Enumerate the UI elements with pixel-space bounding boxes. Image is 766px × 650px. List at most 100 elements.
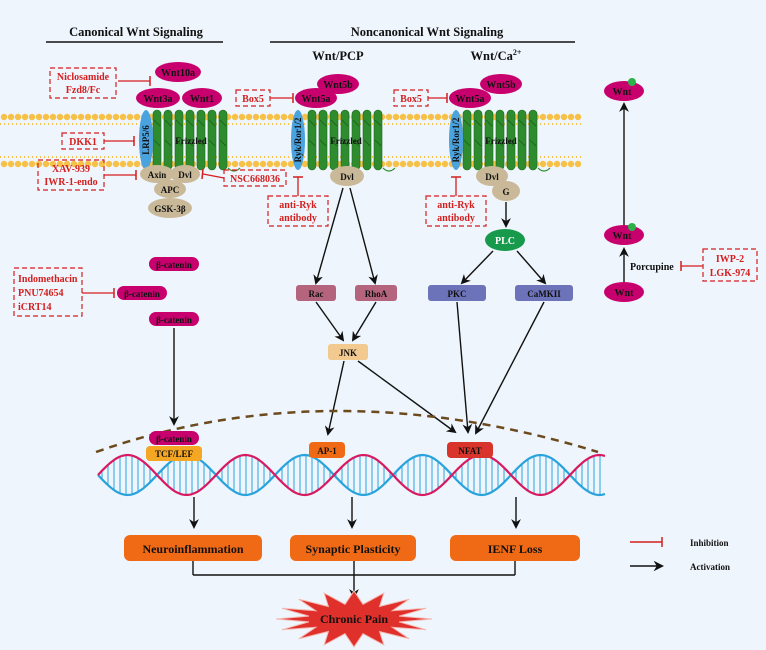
svg-text:β-catenin: β-catenin bbox=[156, 315, 192, 325]
ryk-ror-receptor-ca: Ryk/Ror1/2 bbox=[449, 110, 463, 170]
svg-text:Activation: Activation bbox=[690, 562, 730, 572]
svg-text:PLC: PLC bbox=[495, 236, 515, 247]
ligand-wnt1: Wnt1 bbox=[182, 88, 222, 108]
dvl-pcp: Dvl bbox=[330, 166, 364, 186]
svg-text:Wnt5b: Wnt5b bbox=[486, 80, 516, 91]
inhibitor-niclosamide: Niclosamide bbox=[57, 72, 110, 83]
inhibitor-dkk1: DKK1 bbox=[61, 132, 105, 150]
gsk3b-label: GSK-3β bbox=[154, 204, 186, 214]
rac-node: Rac bbox=[296, 285, 336, 301]
rhoa-node: RhoA bbox=[355, 285, 397, 301]
svg-text:iCRT14: iCRT14 bbox=[18, 302, 52, 313]
svg-text:Ryk/Ror1/2: Ryk/Ror1/2 bbox=[293, 117, 303, 162]
plc-node: PLC bbox=[485, 229, 525, 251]
header-noncanonical: Noncanonical Wnt Signaling bbox=[270, 25, 575, 43]
svg-text:Wnt5a: Wnt5a bbox=[302, 94, 331, 105]
ligand-wnt3a: Wnt3a bbox=[136, 88, 180, 108]
svg-text:Indomethacin: Indomethacin bbox=[18, 274, 78, 285]
svg-text:Wnt: Wnt bbox=[613, 231, 633, 242]
frizzled-canonical: Frizzled bbox=[152, 109, 241, 172]
ligand-wnt5a-ca: Wnt5a bbox=[449, 88, 491, 108]
svg-text:Dvl: Dvl bbox=[340, 172, 354, 182]
header-canonical: Canonical Wnt Signaling bbox=[46, 25, 223, 43]
svg-text:IWR-1-endo: IWR-1-endo bbox=[44, 177, 97, 188]
svg-text:anti-Ryk: anti-Ryk bbox=[279, 200, 317, 211]
legend-inhibition: Inhibition bbox=[630, 537, 729, 548]
svg-text:Ryk/Ror1/2: Ryk/Ror1/2 bbox=[451, 117, 461, 162]
ligand-wnt5a-pcp: Wnt5a bbox=[295, 88, 337, 108]
beta-catenin-3: β-catenin bbox=[149, 312, 199, 326]
header-wnt-pcp: Wnt/PCP bbox=[312, 49, 364, 63]
inhibitor-anti-ryk-ca: anti-Ryk antibody bbox=[425, 195, 487, 227]
svg-text:Synaptic Plasticity: Synaptic Plasticity bbox=[306, 542, 401, 556]
outcome-neuroinflammation: Neuroinflammation bbox=[124, 535, 262, 561]
ligand-wnt5b-pcp: Wnt5b bbox=[317, 74, 359, 94]
svg-text:Wnt5a: Wnt5a bbox=[456, 94, 485, 105]
lrp56-receptor: LRP5/6 bbox=[139, 110, 153, 170]
camkii-node: CaMKII bbox=[515, 285, 573, 301]
porcupine-label: Porcupine bbox=[630, 262, 674, 273]
inhibitor-fzd8fc: Fzd8/Fc bbox=[66, 85, 101, 96]
svg-text:NFAT: NFAT bbox=[458, 446, 481, 456]
apc-label: APC bbox=[161, 185, 180, 195]
svg-text:Dvl: Dvl bbox=[485, 172, 499, 182]
nfat-node: NFAT bbox=[447, 442, 493, 458]
svg-text:antibody: antibody bbox=[437, 213, 475, 224]
inhibitor-box5-pcp: Box5 bbox=[235, 89, 271, 107]
svg-text:Box5: Box5 bbox=[242, 94, 264, 105]
svg-text:Wnt10a: Wnt10a bbox=[161, 68, 195, 79]
tcf-lef-node: TCF/LEF bbox=[146, 446, 202, 461]
frizzled-label: Frizzled bbox=[330, 136, 361, 146]
svg-text:Wnt: Wnt bbox=[615, 288, 635, 299]
svg-text:NSC668036: NSC668036 bbox=[230, 174, 280, 185]
inhibitor-nsc668036: NSC668036 bbox=[223, 169, 287, 187]
inhibitor-box-niclosamide bbox=[49, 67, 117, 99]
svg-text:Noncanonical Wnt Signaling: Noncanonical Wnt Signaling bbox=[351, 25, 504, 39]
svg-text:XAV-939: XAV-939 bbox=[52, 164, 90, 175]
header-wnt-ca: Wnt/Ca2+ bbox=[471, 48, 522, 63]
chronic-pain-burst: Chronic Pain bbox=[275, 590, 433, 648]
wnt-secreted: Wnt bbox=[604, 78, 644, 101]
svg-text:Wnt3a: Wnt3a bbox=[144, 94, 173, 105]
frizzled-pcp: Frizzled bbox=[307, 109, 396, 172]
svg-text:antibody: antibody bbox=[279, 213, 317, 224]
destruction-complex: Axin Dvl APC GSK-3β bbox=[140, 165, 200, 218]
svg-text:Wnt: Wnt bbox=[613, 87, 633, 98]
svg-text:LGK-974: LGK-974 bbox=[710, 268, 751, 279]
wnt-precursor: Wnt bbox=[604, 282, 644, 302]
svg-text:Box5: Box5 bbox=[400, 94, 422, 105]
svg-text:Neuroinflammation: Neuroinflammation bbox=[142, 542, 243, 556]
ryk-ror-receptor-pcp: Ryk/Ror1/2 bbox=[291, 110, 305, 170]
nuclear-envelope bbox=[95, 409, 599, 454]
ligand-wnt5b-ca: Wnt5b bbox=[480, 74, 522, 94]
beta-catenin-nuclear: β-catenin bbox=[149, 431, 199, 445]
svg-text:Wnt5b: Wnt5b bbox=[323, 80, 353, 91]
axin-label: Axin bbox=[148, 170, 167, 180]
svg-text:LRP5/6: LRP5/6 bbox=[141, 125, 151, 155]
svg-text:β-catenin: β-catenin bbox=[156, 260, 192, 270]
wnt-modified: Wnt bbox=[604, 223, 644, 245]
svg-text:DKK1: DKK1 bbox=[69, 137, 97, 148]
svg-text:Canonical Wnt Signaling: Canonical Wnt Signaling bbox=[69, 25, 204, 39]
svg-text:G: G bbox=[502, 187, 509, 197]
svg-text:β-catenin: β-catenin bbox=[124, 289, 160, 299]
frizzled-label: Frizzled bbox=[175, 136, 206, 146]
dna-helix bbox=[97, 453, 606, 497]
dvl-g-ca: Dvl G bbox=[476, 166, 520, 201]
svg-text:PKC: PKC bbox=[448, 289, 467, 299]
ligand-wnt10a: Wnt10a bbox=[155, 62, 201, 82]
outcome-synaptic-plasticity: Synaptic Plasticity bbox=[290, 535, 416, 561]
inhibitor-box5-ca: Box5 bbox=[393, 89, 429, 107]
svg-text:Rac: Rac bbox=[309, 289, 324, 299]
beta-catenin-2: β-catenin bbox=[117, 286, 167, 300]
svg-text:Wnt1: Wnt1 bbox=[190, 94, 214, 105]
beta-catenin-1: β-catenin bbox=[149, 257, 199, 271]
svg-text:Inhibition: Inhibition bbox=[690, 538, 729, 548]
legend-activation: Activation bbox=[630, 560, 730, 572]
outcome-ienf-loss: IENF Loss bbox=[450, 535, 580, 561]
pkc-node: PKC bbox=[428, 285, 486, 301]
frizzled-label: Frizzled bbox=[485, 136, 516, 146]
svg-text:Chronic Pain: Chronic Pain bbox=[320, 612, 388, 626]
svg-text:RhoA: RhoA bbox=[365, 289, 388, 299]
